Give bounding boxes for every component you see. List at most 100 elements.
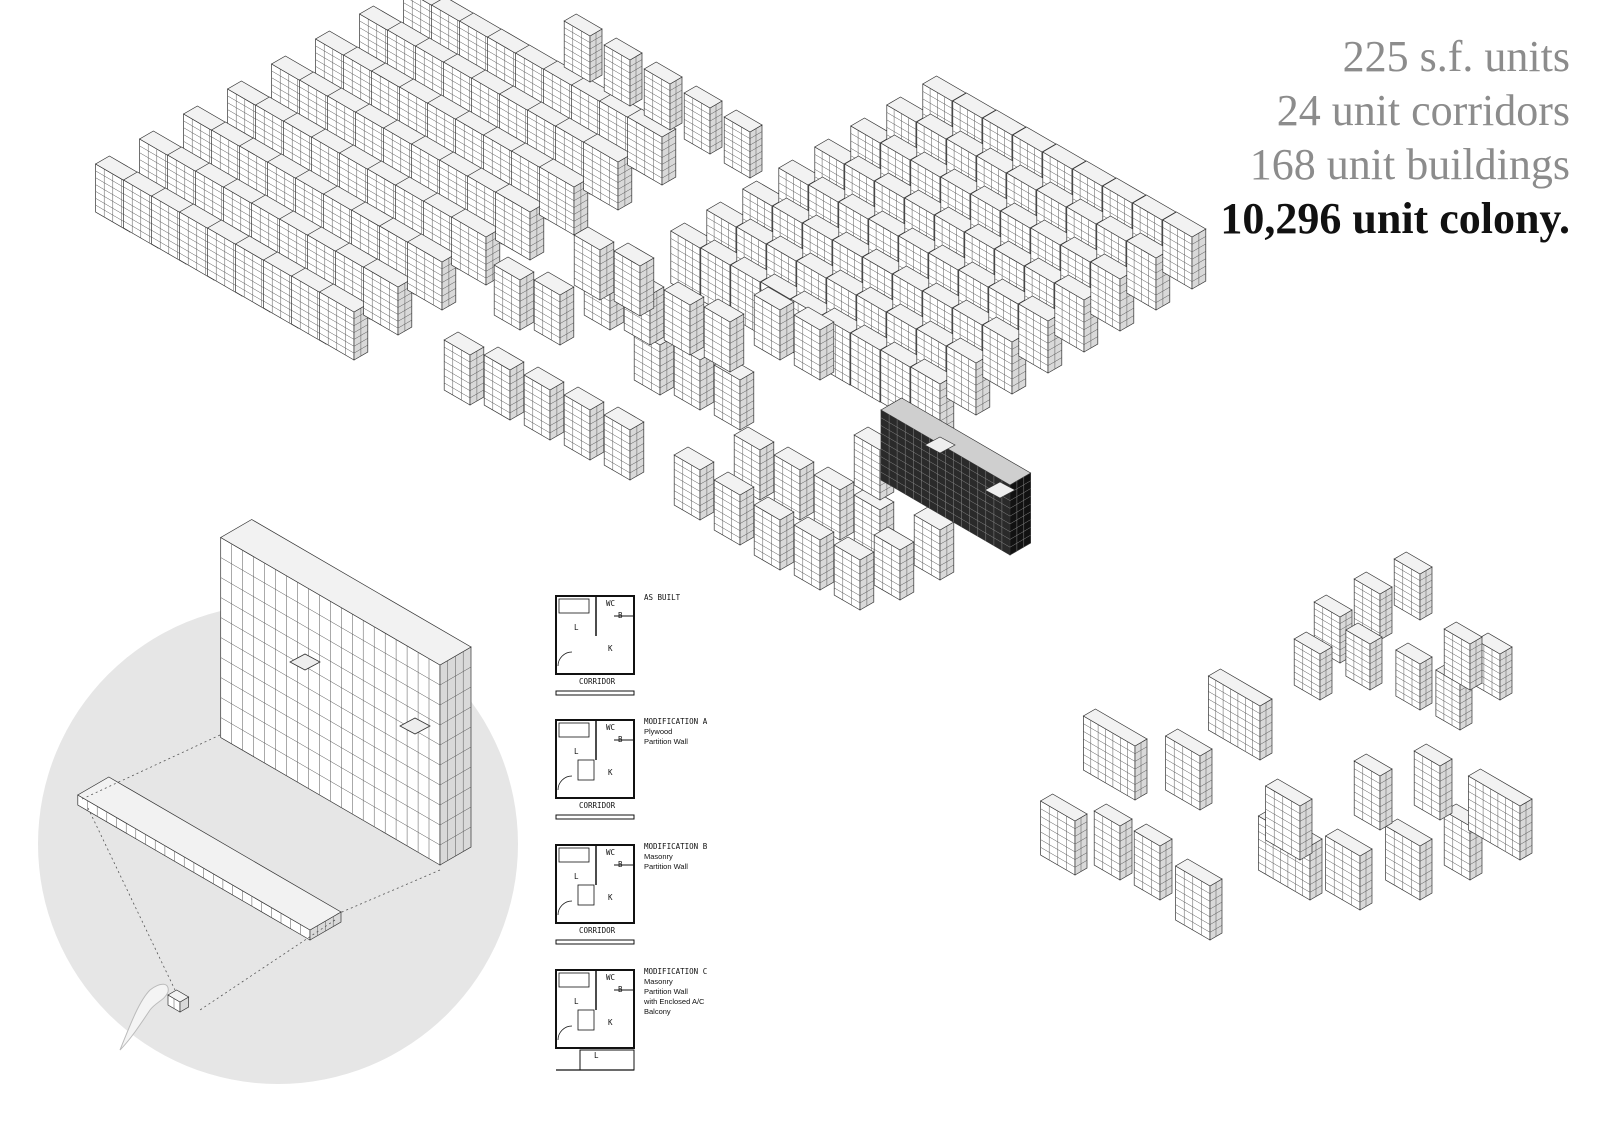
- roof-box: [984, 481, 1016, 499]
- building-block: [1162, 211, 1207, 290]
- corridor-label: CORRIDOR: [579, 801, 616, 810]
- building-block: [853, 486, 895, 561]
- headline-buildings: 168 unit buildings: [1249, 140, 1570, 189]
- building-block: [713, 471, 755, 546]
- room-label-k: K: [608, 1018, 613, 1027]
- building-block: [603, 406, 645, 481]
- building-block: [1264, 778, 1313, 861]
- roof-box: [399, 717, 431, 735]
- roof-box: [924, 436, 956, 454]
- building-block: [613, 242, 655, 317]
- building-block: [753, 496, 795, 571]
- plan-title: MODIFICATION C: [644, 967, 707, 976]
- highlighted-building: [880, 397, 1032, 556]
- building-block: [1093, 803, 1133, 881]
- room-label-wc: WC: [606, 599, 615, 608]
- building-block: [533, 271, 575, 346]
- plan-title: AS BUILT: [644, 593, 681, 602]
- plan-subtitle: Partition Wall: [644, 737, 688, 746]
- building-block: [1384, 818, 1433, 901]
- plan-subtitle: Partition Wall: [644, 862, 688, 871]
- plan-subtitle: Plywood: [644, 727, 672, 736]
- room-label-wc: WC: [606, 848, 615, 857]
- building-block: [1207, 668, 1273, 761]
- room-label-k: K: [608, 644, 613, 653]
- building-block: [813, 466, 855, 541]
- projection-line: [199, 919, 336, 1011]
- building-block: [318, 283, 369, 361]
- building-block: [1353, 753, 1393, 831]
- building-block: [703, 298, 745, 373]
- building-block: [626, 108, 677, 186]
- building-block: [1393, 551, 1433, 621]
- building-block: [673, 446, 715, 521]
- room-label-wc: WC: [606, 973, 615, 982]
- room-label-wc: WC: [606, 723, 615, 732]
- tower-block: [220, 519, 472, 866]
- building-block: [1443, 803, 1483, 881]
- building-block: [643, 61, 683, 131]
- building-block: [833, 536, 875, 611]
- roof-box: [289, 653, 321, 671]
- plan-subtitle: with Enclosed A/C: [643, 997, 705, 1006]
- building-block: [523, 366, 565, 441]
- room-label-l: L: [574, 997, 579, 1006]
- projection-line: [334, 869, 441, 916]
- colony-massing: [94, 0, 1207, 611]
- plan-subtitle: Masonry: [644, 852, 673, 861]
- building-block: [683, 85, 723, 155]
- building-block: [1443, 621, 1483, 691]
- headline-units: 225 s.f. units: [1342, 32, 1570, 81]
- building-block: [1164, 728, 1213, 811]
- building-block: [733, 426, 775, 501]
- corridor-label: CORRIDOR: [579, 677, 616, 686]
- building-block: [982, 316, 1027, 395]
- unit-plan-0: WCB L K AS BUILT CORRIDOR: [555, 593, 681, 696]
- building-block: [1174, 858, 1223, 941]
- room-label-l: L: [574, 872, 579, 881]
- building-block: [663, 281, 705, 356]
- room-label-k: K: [608, 893, 613, 902]
- projection-line: [79, 734, 221, 801]
- building-block: [1467, 768, 1533, 861]
- room-label-l: L: [574, 623, 579, 632]
- room-label-b: B: [618, 611, 623, 620]
- building-block: [1018, 295, 1063, 374]
- building-block: [494, 183, 545, 261]
- exploded-building-detail: [77, 519, 472, 1051]
- building-block: [1293, 631, 1333, 701]
- building-block: [753, 286, 795, 361]
- building-block: [483, 346, 525, 421]
- headline-corridors: 24 unit corridors: [1276, 86, 1570, 135]
- plan-title: MODIFICATION B: [644, 842, 708, 851]
- building-block: [793, 306, 835, 381]
- building-block: [443, 331, 485, 406]
- building-block: [406, 233, 457, 311]
- building-block: [873, 526, 915, 601]
- building-block: [362, 258, 413, 336]
- building-block: [793, 516, 835, 591]
- balcony-label: L: [594, 1051, 599, 1060]
- building-block: [1324, 828, 1373, 911]
- building-block: [1345, 622, 1383, 691]
- plan-subtitle: Balcony: [644, 1007, 671, 1016]
- building-block: [1039, 793, 1088, 876]
- plan-subtitle: Masonry: [644, 977, 673, 986]
- projection-line: [87, 807, 176, 991]
- building-block: [493, 256, 535, 331]
- building-block: [603, 37, 643, 107]
- headline-colony: 10,296 unit colony.: [1220, 194, 1570, 243]
- building-block: [1395, 642, 1433, 711]
- building-block: [573, 226, 615, 301]
- plan-title: MODIFICATION A: [644, 717, 708, 726]
- room-label-b: B: [618, 735, 623, 744]
- building-block: [723, 109, 763, 179]
- building-block: [563, 13, 603, 83]
- room-label-b: B: [618, 985, 623, 994]
- plan-subtitle: Partition Wall: [644, 987, 688, 996]
- room-label-k: K: [608, 768, 613, 777]
- building-block: [1133, 823, 1173, 901]
